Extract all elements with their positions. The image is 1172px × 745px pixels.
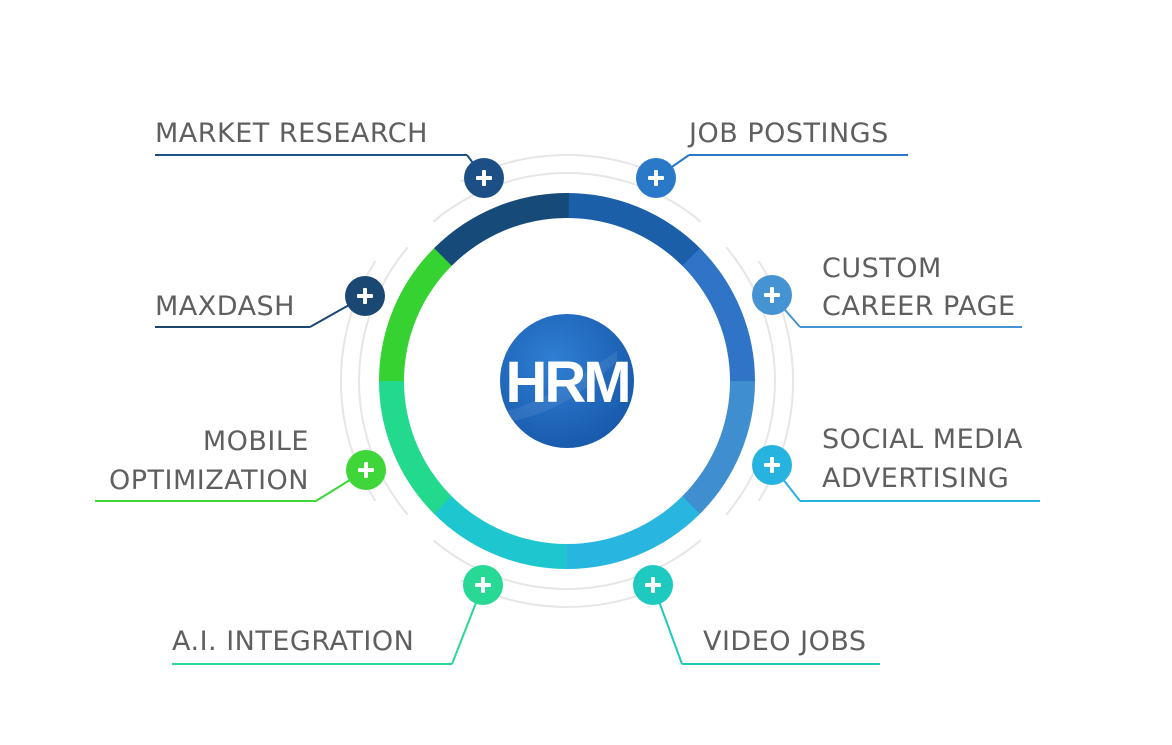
feature-ai-integration: A.I. INTEGRATION — [172, 565, 503, 665]
decorative-arc — [358, 246, 409, 516]
feature-label: OPTIMIZATION — [109, 465, 309, 496]
plus-icon — [358, 462, 374, 478]
logo-circle — [500, 314, 634, 448]
feature-video-jobs: VIDEO JOBS — [633, 565, 880, 665]
plus-icon — [645, 577, 661, 593]
expand-video-jobs-button[interactable] — [633, 565, 673, 605]
plus-icon — [357, 288, 373, 304]
decorative-arc — [725, 246, 776, 516]
plus-icon — [475, 577, 491, 593]
ring-segment — [378, 379, 453, 514]
feature-market-research: MARKET RESEARCH — [155, 118, 504, 198]
decorative-arc — [432, 172, 702, 223]
feature-label: MOBILE — [203, 426, 309, 457]
segment-ring — [378, 192, 756, 570]
feature-label: SOCIAL MEDIA — [822, 424, 1023, 455]
logo-text: HRM — [505, 350, 628, 415]
expand-market-research-button[interactable] — [464, 158, 504, 198]
feature-social-media-advertising: SOCIAL MEDIA ADVERTISING — [752, 424, 1040, 502]
ring-segment — [379, 246, 454, 382]
ring-segment — [566, 193, 702, 268]
feature-label: VIDEO JOBS — [703, 626, 867, 657]
ring-segment — [565, 495, 700, 570]
feature-list: MARKET RESEARCH JOB POSTINGS CUSTOM CAREER … — [95, 118, 1040, 665]
ring-segment — [681, 248, 756, 383]
feature-label: MARKET RESEARCH — [155, 118, 428, 149]
ring-segment — [680, 380, 755, 516]
feature-mobile-optimization: MOBILE OPTIMIZATION — [95, 426, 386, 502]
feature-custom-career-page: CUSTOM CAREER PAGE — [752, 253, 1022, 328]
feature-maxdash: MAXDASH — [155, 276, 385, 328]
ring-segment — [434, 192, 569, 267]
plus-icon — [764, 457, 780, 473]
expand-social-media-advertising-button[interactable] — [752, 445, 792, 485]
expand-job-postings-button[interactable] — [636, 158, 676, 198]
feature-job-postings: JOB POSTINGS — [636, 118, 908, 198]
logo-sheen — [507, 351, 617, 421]
plus-icon — [648, 170, 664, 186]
expand-mobile-optimization-button[interactable] — [346, 450, 386, 490]
expand-ai-integration-button[interactable] — [463, 565, 503, 605]
feature-label: CAREER PAGE — [822, 291, 1016, 322]
feature-label: MAXDASH — [155, 291, 295, 322]
feature-label: JOB POSTINGS — [687, 118, 889, 149]
ring-segment — [432, 494, 568, 569]
expand-custom-career-page-button[interactable] — [752, 275, 792, 315]
feature-label: CUSTOM — [822, 253, 942, 284]
feature-label: ADVERTISING — [822, 463, 1009, 494]
expand-maxdash-button[interactable] — [345, 276, 385, 316]
hrm-logo: HRM — [500, 314, 634, 448]
plus-icon — [476, 170, 492, 186]
decorative-arc — [432, 539, 702, 590]
plus-icon — [764, 287, 780, 303]
feature-label: A.I. INTEGRATION — [172, 626, 414, 657]
